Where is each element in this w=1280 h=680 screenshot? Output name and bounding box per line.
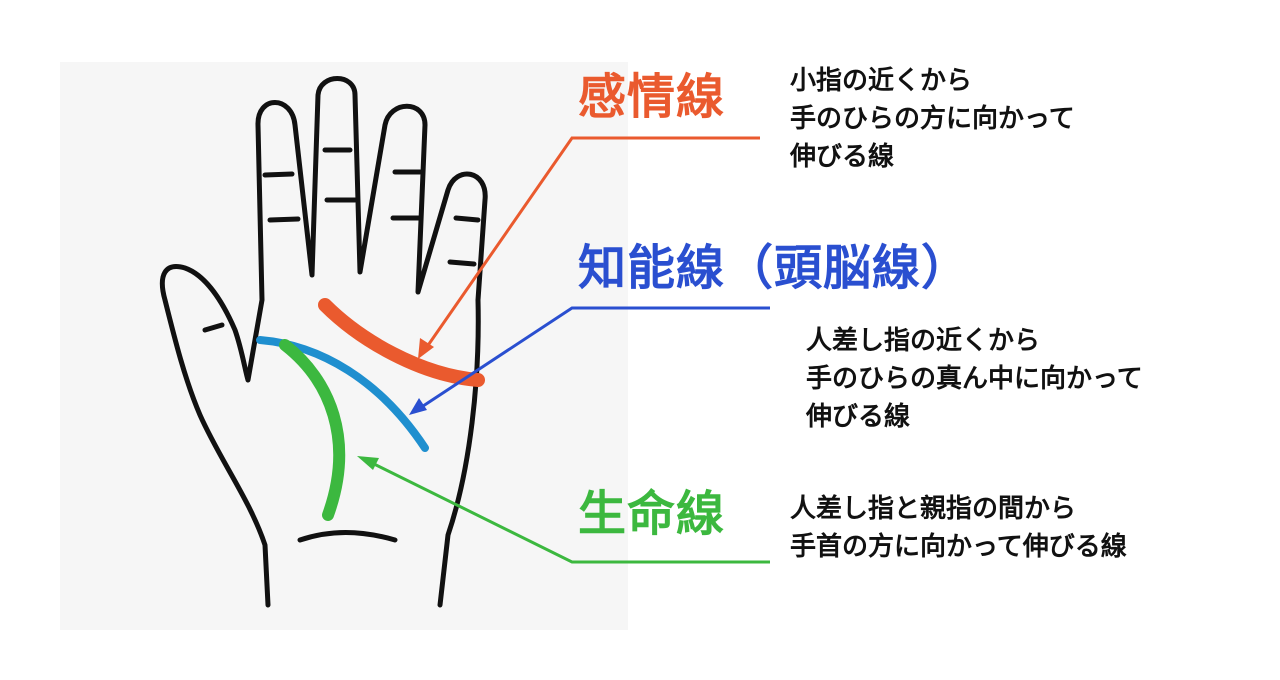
heart-pointer-line <box>420 136 760 355</box>
life-pointer-line <box>361 456 770 564</box>
hand-contour <box>159 76 488 608</box>
thumb-crease <box>202 322 225 333</box>
life-arrowhead <box>357 456 379 470</box>
life-line-description: 人差し指と親指の間から 手首の方に向かって伸びる線 <box>790 490 1127 566</box>
life-desc-line-2: 手首の方に向かって伸びる線 <box>790 532 1127 562</box>
head-desc-line-2: 手のひらの真ん中に向かって <box>806 364 1143 394</box>
heart-arrowhead <box>418 338 434 359</box>
heart-desc-line-3: 伸びる線 <box>790 142 895 172</box>
hand-outline <box>159 76 488 608</box>
wrist-crease <box>297 530 398 543</box>
heart-line-title: 感情線 <box>578 69 726 125</box>
heart-desc-line-2: 手のひらの方に向かって <box>790 104 1075 134</box>
head-desc-line-3: 伸びる線 <box>806 402 911 432</box>
life-line-title: 生命線 <box>578 486 726 542</box>
head-desc-line-1: 人差し指の近くから <box>806 326 1041 356</box>
hand-illustration-background <box>60 62 628 630</box>
heart-desc-line-1: 小指の近くから <box>790 66 973 96</box>
head-pointer-line <box>413 306 770 414</box>
heart-line-stroke <box>318 298 485 387</box>
head-arrowhead <box>409 398 427 415</box>
head-line-description: 人差し指の近くから 手のひらの真ん中に向かって 伸びる線 <box>806 322 1143 436</box>
life-line-stroke <box>279 339 346 521</box>
head-line-title: 知能線（頭脳線） <box>578 240 971 296</box>
finger-joint-lines <box>262 147 481 267</box>
life-desc-line-1: 人差し指と親指の間から <box>790 494 1077 524</box>
heart-line-description: 小指の近くから 手のひらの方に向かって 伸びる線 <box>790 62 1075 176</box>
